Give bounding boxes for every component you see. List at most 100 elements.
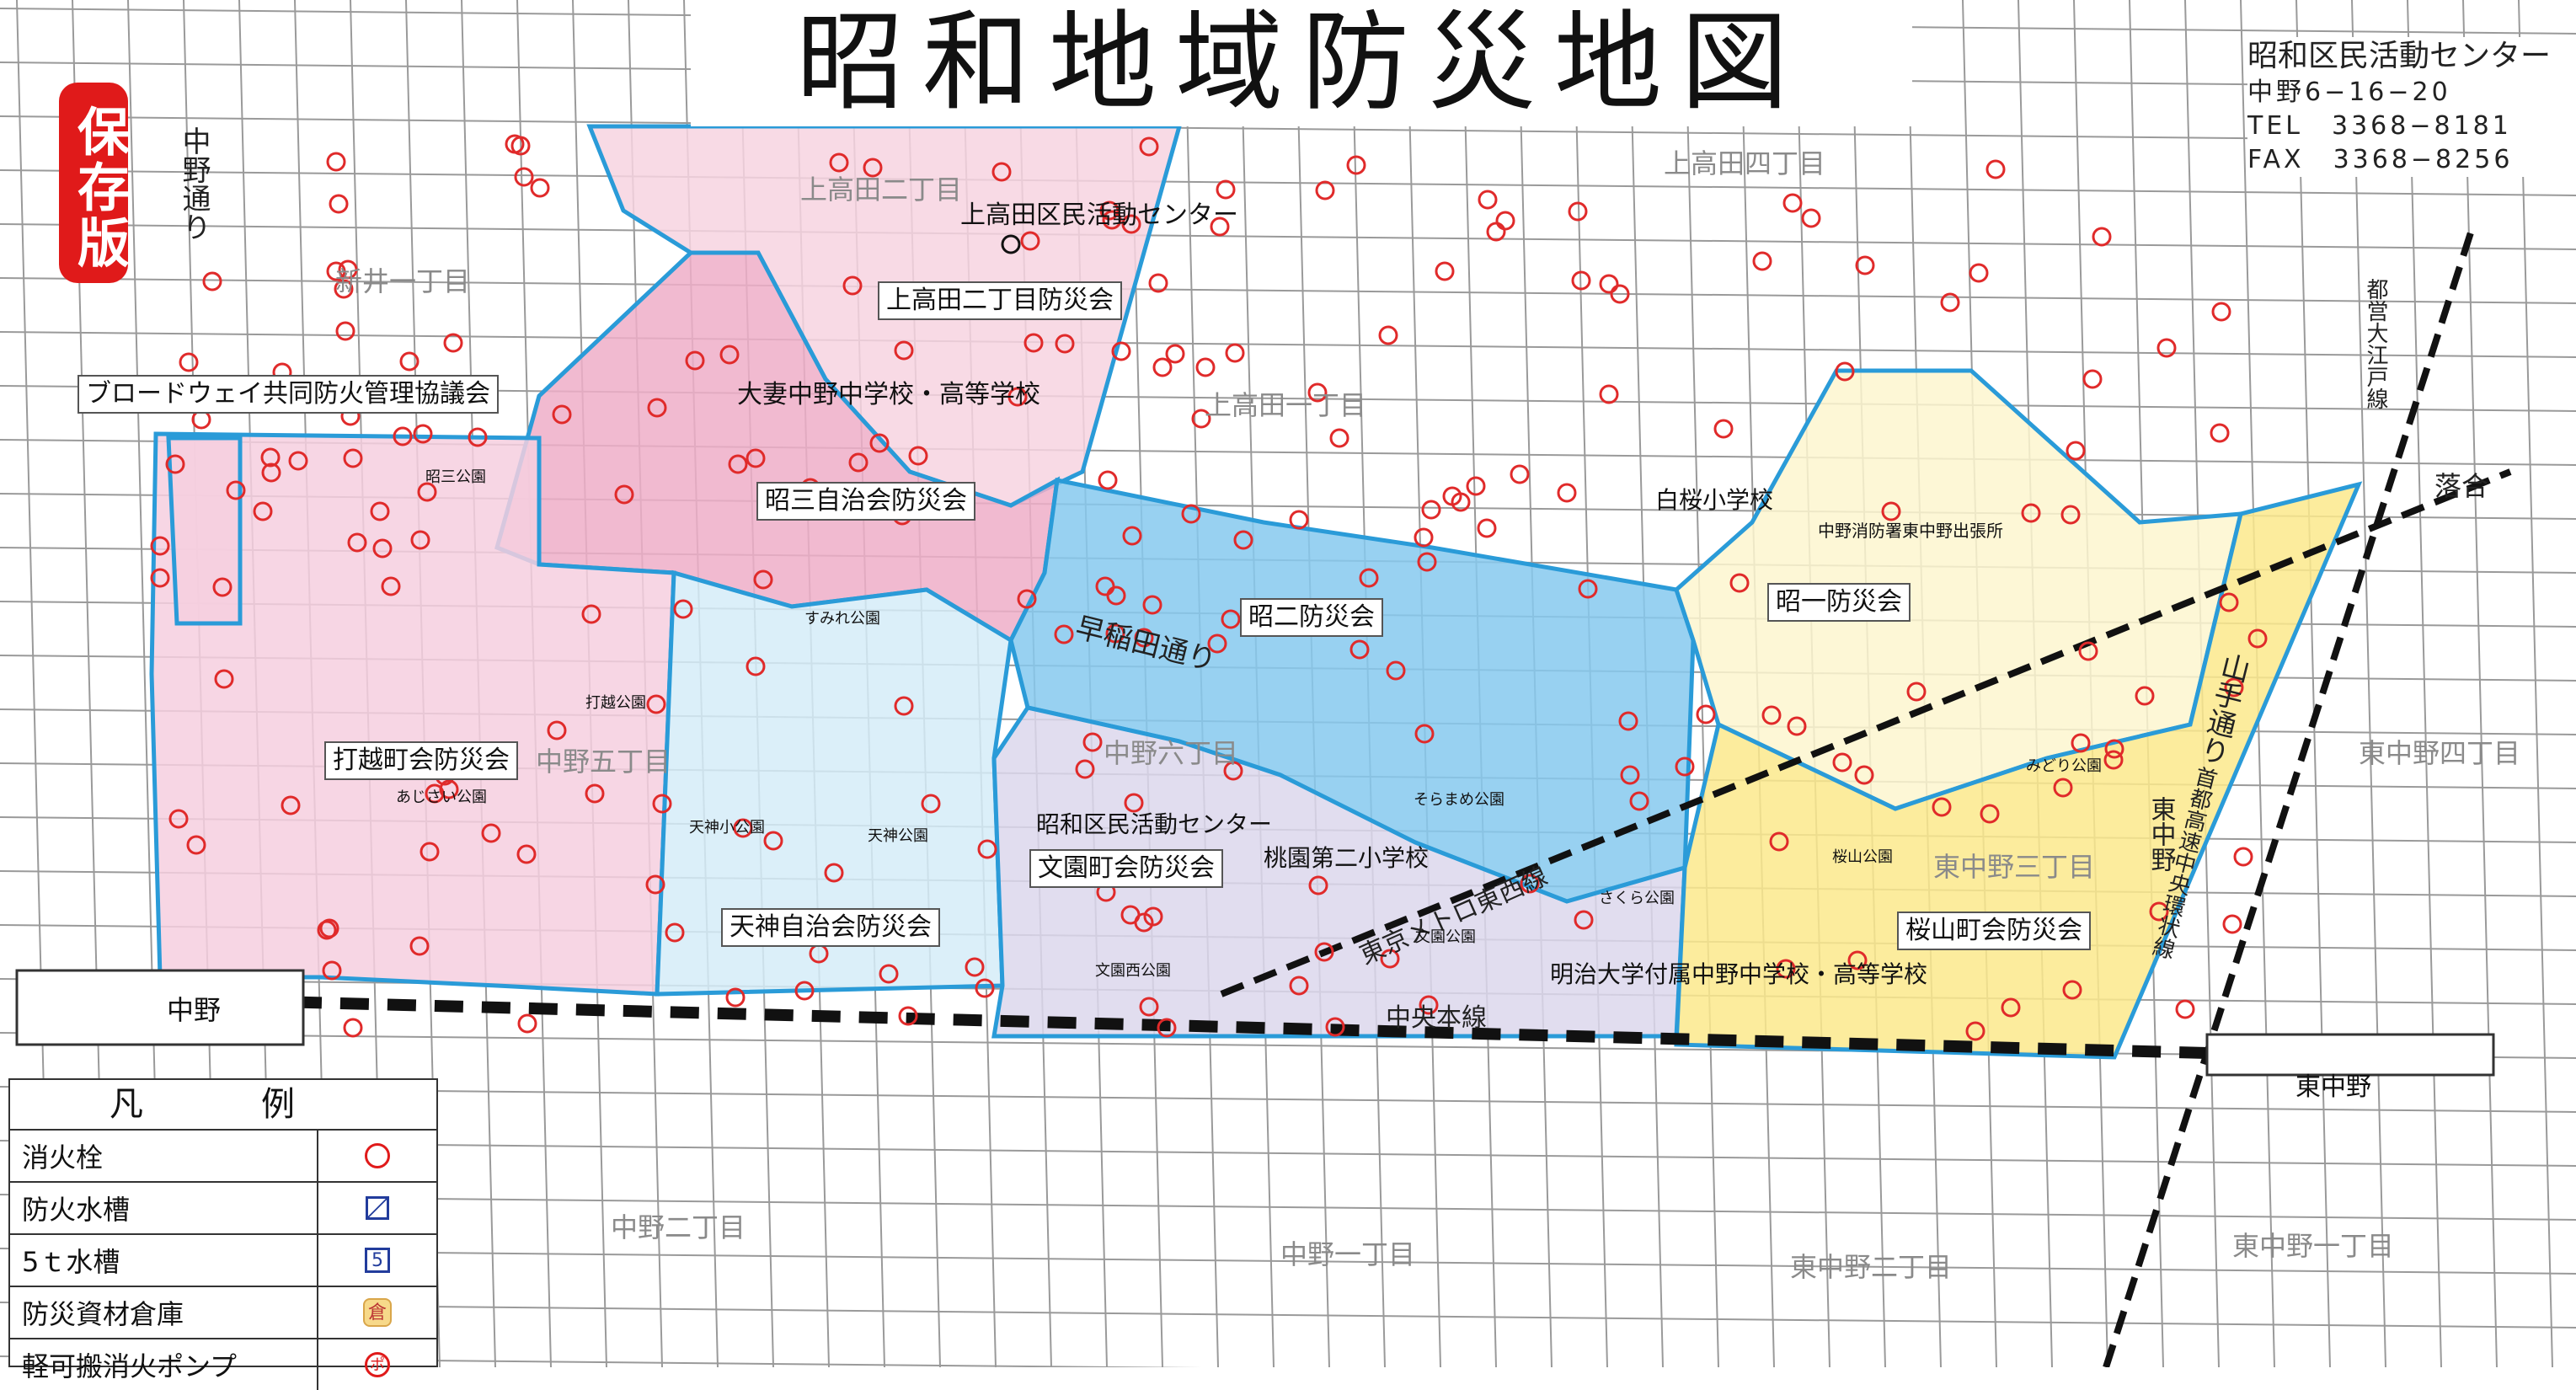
hydrant-icon — [869, 433, 890, 453]
facility-otsuma-school: 大妻中野中学校・高等学校 — [737, 380, 1040, 409]
hydrant-icon — [516, 844, 537, 864]
hydrant-icon — [260, 447, 281, 468]
org-name: 昭和区民活動センター — [2247, 39, 2552, 73]
hydrant-icon — [1346, 155, 1366, 175]
hydrant-icon — [343, 1018, 363, 1038]
hydrant-markers — [150, 134, 2268, 1041]
street-line — [2351, 0, 2386, 1367]
hydrant-icon — [652, 794, 672, 814]
hydrant-icon — [975, 978, 995, 998]
hydrant-icon — [317, 920, 337, 940]
hydrant-icon — [165, 454, 185, 474]
hydrant-icon — [1289, 976, 1309, 996]
hydrant-icon — [2053, 778, 2073, 798]
hydrant-icon — [2247, 628, 2268, 649]
street-line — [2462, 0, 2498, 1367]
hydrant-icon — [1478, 190, 1498, 210]
hydrant-icon — [842, 275, 863, 296]
hydrant-icon — [1102, 210, 1122, 230]
legend-label: 5ｔ水槽 — [22, 1246, 120, 1278]
hydrant-icon — [1378, 325, 1398, 345]
portable-pump-icon: ポ — [365, 1352, 390, 1377]
hydrant-icon — [381, 576, 401, 596]
hydrant-icon — [2233, 847, 2253, 867]
hydrant-icon — [746, 448, 766, 468]
hydrant-icon — [186, 835, 206, 855]
park-bunen: 文園公園 — [1415, 928, 1476, 946]
hydrant-icon — [1832, 752, 1852, 773]
hydrant-icon — [728, 454, 748, 474]
hydrant-icon — [1466, 476, 1486, 496]
hydrant-icon — [1325, 1017, 1345, 1037]
street-line — [0, 115, 2576, 142]
hydrant-icon — [1980, 804, 2000, 824]
hydrant-icon — [1386, 660, 1406, 681]
legend-label: 軽可搬消火ポンプ — [22, 1350, 238, 1382]
hydrant-icon — [547, 720, 567, 740]
hydrant-icon — [1315, 180, 1335, 200]
hydrant-icon — [1713, 419, 1734, 439]
hydrant-icon — [329, 194, 349, 214]
hydrant-icon — [1620, 765, 1640, 785]
hydrant-icon — [1055, 334, 1075, 354]
hydrant-icon — [420, 842, 440, 862]
hydrant-icon — [1020, 231, 1040, 251]
hydrant-icon — [1675, 756, 1695, 777]
hydrant-icon — [1207, 634, 1227, 654]
hydrant-icon — [2082, 369, 2103, 389]
facility-fire-station: 中野消防署東中野出張所 — [1818, 521, 2003, 541]
hydrant-icon — [1359, 568, 1379, 588]
hydrant-icon — [338, 259, 358, 280]
legend-row: 防火水槽 — [10, 1183, 436, 1235]
park-sakurayama: 桜山公園 — [1832, 848, 1893, 866]
hydrant-icon — [1221, 609, 1241, 629]
hydrant-icon — [1965, 1021, 1985, 1041]
hydrant-icon — [1578, 579, 1598, 599]
hydrant-icon — [1233, 530, 1253, 550]
hydrant-icon — [1017, 589, 1037, 609]
street-line — [0, 277, 2576, 304]
zone-broadway — [166, 436, 243, 626]
hydrant-icon — [517, 1013, 537, 1034]
center-marker-icon — [1001, 234, 1021, 254]
hydrant-icon — [1610, 284, 1630, 304]
org-fax: FAX 3368−8256 — [2247, 145, 2514, 174]
park-soramame: そらまめ公園 — [1414, 791, 1504, 809]
park-bunen-nishi: 文園西公園 — [1095, 962, 1171, 980]
hydrant-icon — [1629, 791, 1649, 811]
street-line — [1684, 0, 1719, 1367]
park-labels: 昭三公園 すみれ公園 打越公園 あじさい公園 天神小公園 天神公園 そらまめ公園… — [396, 468, 2102, 980]
district-label-showa2: 昭二防災会 — [1240, 598, 1383, 637]
hydrant-icon — [413, 424, 433, 444]
hydrant-icon — [2156, 338, 2177, 358]
district-label-tenjin: 天神自治会防災会 — [721, 908, 940, 947]
hydrant-icon — [1729, 573, 1750, 593]
map-legend: 凡 例 消火栓 防火水槽 5ｔ水槽 5 防災資材倉庫 倉 軽可搬消火ポンプ ポ — [8, 1078, 438, 1390]
legend-row: 消火栓 — [10, 1131, 436, 1183]
hydrant-icon — [1120, 905, 1141, 925]
hydrant-icon — [1835, 361, 1855, 382]
park-sakura: さくら公園 — [1599, 890, 1675, 907]
hydrant-icon — [281, 795, 301, 815]
district-label-bunen: 文園町会防災会 — [1029, 849, 1223, 888]
hydrant-icon — [2103, 750, 2124, 770]
place-kamitakada4: 上高田四丁目 — [1664, 147, 1825, 179]
nakano-station-label: 中野 — [167, 994, 221, 1026]
hydrant-icon — [829, 152, 849, 173]
park-uchikoshi: 打越公園 — [585, 694, 646, 712]
map-title: 昭和地域防災地図 — [691, 0, 1912, 126]
hydrant-icon — [409, 936, 430, 956]
hydrant-icon — [1157, 1018, 1177, 1038]
hydrant-icon — [334, 279, 354, 299]
hydrant-icon — [1098, 470, 1118, 490]
hydrant-icon — [212, 577, 232, 597]
place-ochiai: 落合 — [2434, 470, 2488, 502]
hydrant-icon — [370, 501, 390, 521]
hydrant-icon — [894, 340, 914, 361]
organization-info: 昭和区民活動センター 中野6−16−20 TEL 3368−8181 FAX 3… — [2247, 37, 2576, 177]
hydrant-icon — [646, 694, 666, 714]
hydrant-icon — [1419, 995, 1439, 1015]
district-zones — [149, 124, 2363, 1060]
hydrant-icon — [1847, 950, 1868, 970]
